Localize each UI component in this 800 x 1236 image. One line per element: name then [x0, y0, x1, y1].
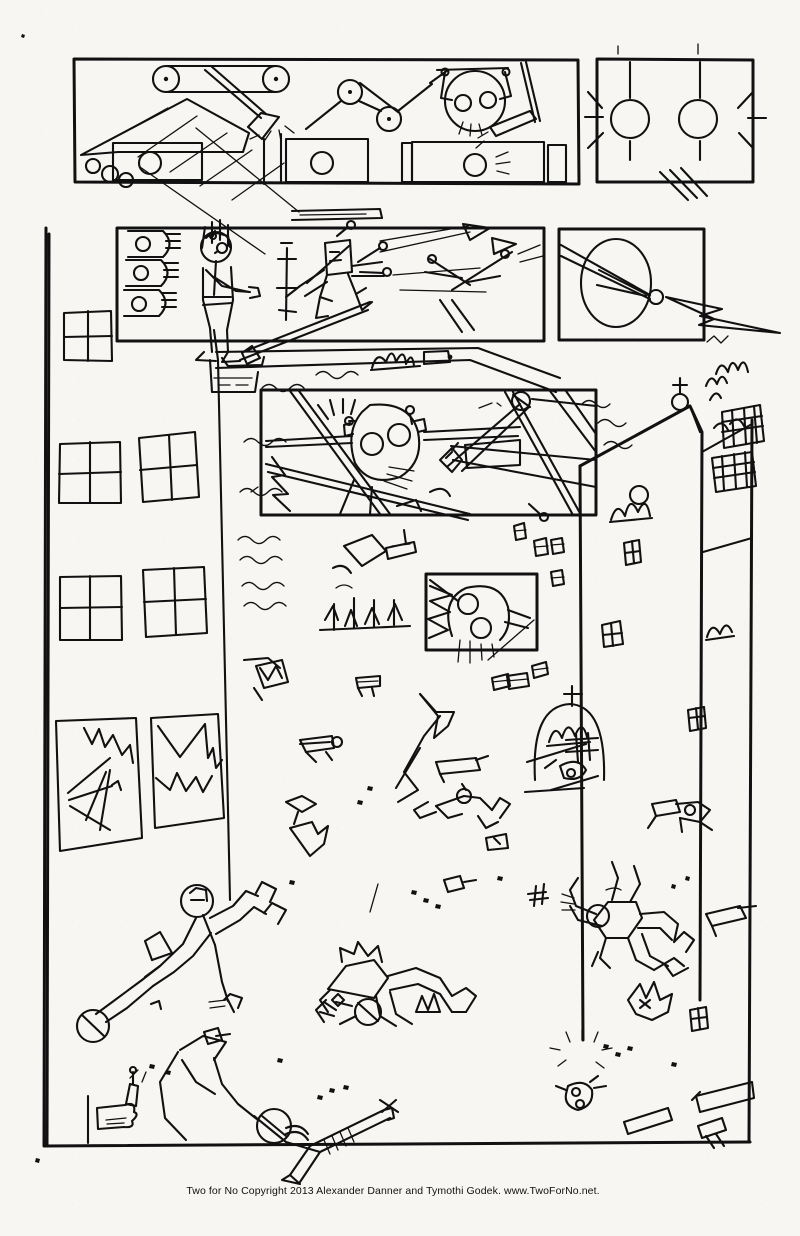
falling-figure-right-arms-up: [560, 860, 696, 978]
stray-marks: [21, 34, 699, 1163]
background-roof-and-waves: [208, 207, 633, 632]
panel-second-row-oval: [557, 227, 782, 344]
falling-figures: [75, 619, 758, 1186]
falling-figure-broken-center: [314, 940, 478, 1028]
panel-top-right-face: [583, 57, 768, 202]
panel-top-machinery: [72, 57, 581, 255]
copyright-credit-line: Two for No Copyright 2013 Alexander Dann…: [186, 1185, 600, 1197]
panel-small-face: [424, 572, 539, 664]
left-building-facade: [45, 232, 232, 1147]
falling-figure-large-left: [75, 880, 288, 1044]
right-building-block: [505, 361, 766, 1042]
panel-center-head: [250, 388, 598, 522]
main-scene-border: [42, 226, 754, 1148]
debris-and-small-figures: [124, 619, 758, 1150]
panel-second-row-figures: [115, 218, 546, 366]
falling-figure-lower-center: [158, 1034, 400, 1186]
